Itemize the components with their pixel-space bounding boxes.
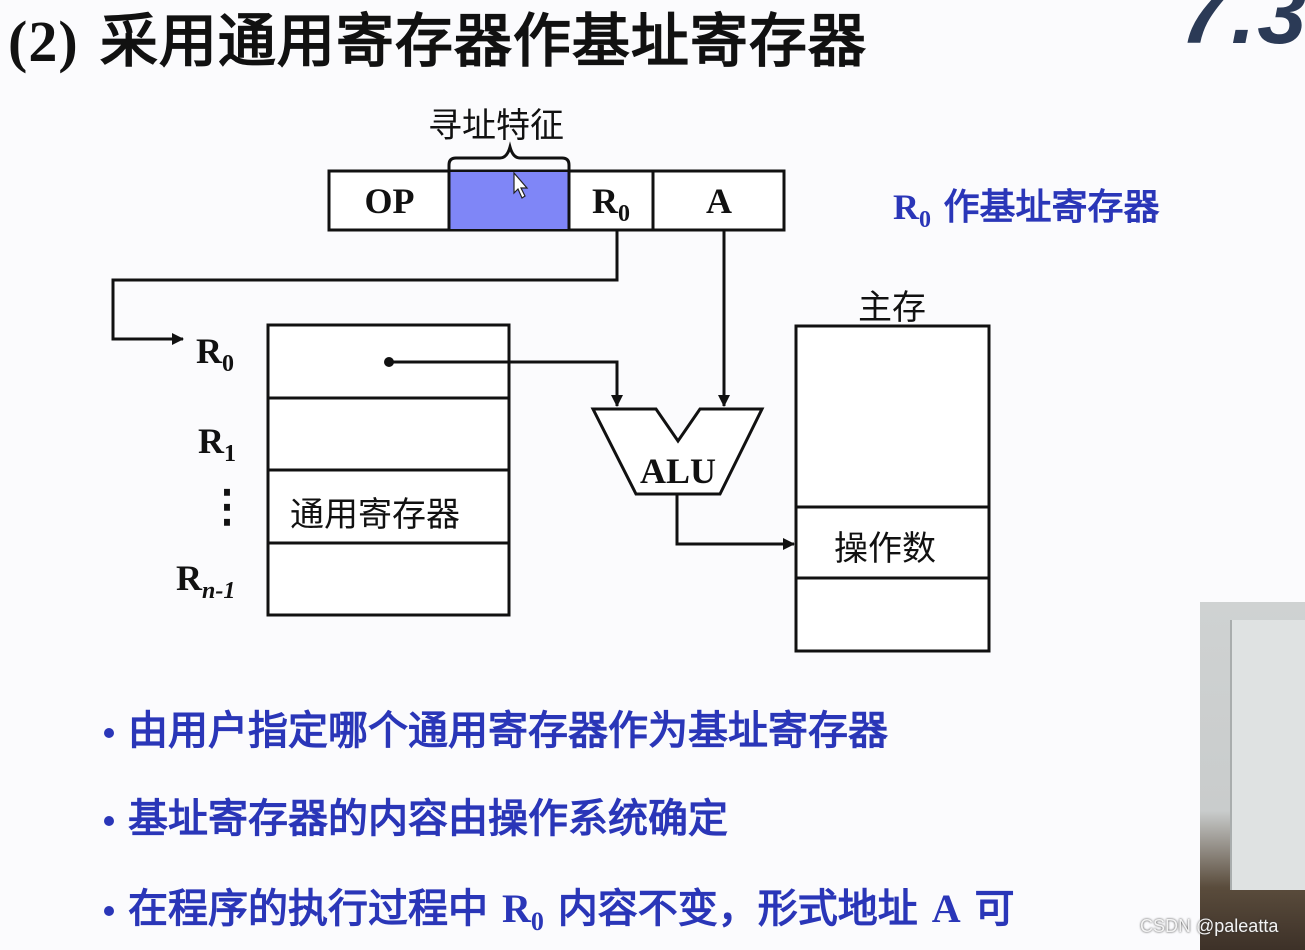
r0-field: R0 <box>592 181 630 227</box>
mouse-cursor-icon <box>513 171 529 199</box>
bullet-dot-icon <box>104 816 114 826</box>
bullet-3: 在程序的执行过程中 R0 内容不变，形式地址 A 可 <box>104 876 1015 937</box>
register-ellipsis: ⋮ <box>205 482 249 531</box>
bullet-dot-icon <box>104 906 114 916</box>
main-memory <box>794 324 991 653</box>
presenter-video-thumbnail <box>1200 602 1305 950</box>
feature-label: 寻址特征 <box>428 106 564 146</box>
register-rn-label: Rn-1 <box>176 558 236 604</box>
register-r1-label: R1 <box>198 421 236 467</box>
base-register-note: R0 作基址寄存器 <box>893 187 1160 233</box>
section-number: 7.3 <box>1180 0 1305 62</box>
bullet-2: 基址寄存器的内容由操作系统确定 <box>104 786 728 844</box>
alu-shape <box>590 407 765 496</box>
register-r0-label: R0 <box>196 331 234 377</box>
operand-label: 操作数 <box>834 529 936 569</box>
register-file-label: 通用寄存器 <box>290 495 460 535</box>
alu-label: ALU <box>639 451 716 491</box>
alu-to-memory-line <box>675 494 795 550</box>
op-field: OP <box>364 181 415 221</box>
memory-title: 主存 <box>858 288 926 328</box>
r0-select-line <box>111 230 619 345</box>
bullet-dot-icon <box>104 728 114 738</box>
feature-brace <box>447 141 571 172</box>
slide-title: (2) 采用通用寄存器作基址寄存器 <box>8 7 867 75</box>
background-door <box>1230 620 1305 890</box>
bullet-1: 由用户指定哪个通用寄存器作为基址寄存器 <box>104 698 888 756</box>
feature-field-highlight <box>449 172 568 229</box>
watermark: CSDN @paleatta <box>1140 916 1279 936</box>
r0-to-alu-line <box>389 360 623 407</box>
a-field: A <box>706 181 732 221</box>
